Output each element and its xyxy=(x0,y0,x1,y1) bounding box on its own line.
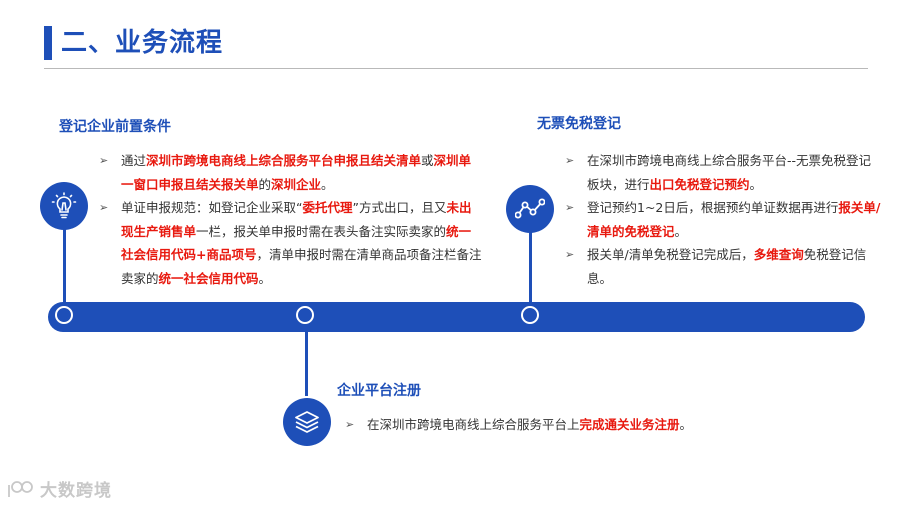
page-title: 二、业务流程 xyxy=(61,28,224,58)
bullet-text: 。 xyxy=(679,417,693,432)
line-chart-icon xyxy=(506,185,554,233)
highlight-text: 委托代理 xyxy=(302,200,353,215)
platform-bullet-list: ➢ 在深圳市跨境电商线上综合服务平台上完成通关业务注册。 xyxy=(343,413,793,437)
arrow-bullet-icon: ➢ xyxy=(345,418,355,431)
bullet-text: 登记预约1~2日后，根据预约单证数据再进行 xyxy=(587,200,839,215)
list-item: ➢ 在深圳市跨境电商线上综合服务平台--无票免税登记板块，进行出口免税登记预约。 xyxy=(563,149,883,196)
list-item: ➢ 登记预约1~2日后，根据预约单证数据再进行报关单/清单的免税登记。 xyxy=(563,196,883,243)
bullet-text: 单证申报规范：如登记企业采取“ xyxy=(121,200,303,215)
section-heading-prereq: 登记企业前置条件 xyxy=(59,119,171,135)
timeline-node-3 xyxy=(521,306,539,324)
bullet-text: 一栏，报关单申报时需在表头备注实际卖家的 xyxy=(196,223,447,239)
bullet-text: 或 xyxy=(421,153,434,168)
bullet-text: 在深圳市跨境电商线上综合服务平台上 xyxy=(367,417,580,432)
bullet-text: 的 xyxy=(258,176,272,192)
highlight-text: 深圳市跨境电商线上综合服务平台申报且结关清单 xyxy=(146,153,422,168)
process-timeline xyxy=(48,302,865,332)
bullet-text: 。 xyxy=(674,223,688,239)
register-bullet-list: ➢ 在深圳市跨境电商线上综合服务平台--无票免税登记板块，进行出口免税登记预约。… xyxy=(563,149,883,290)
arrow-bullet-icon: ➢ xyxy=(565,201,575,214)
highlight-text: 深圳单一窗口申报且结关报关单 xyxy=(121,153,472,192)
highlight-text: 多维查询 xyxy=(753,247,804,262)
bullet-text: ”方式出口，且又 xyxy=(352,200,447,215)
highlight-text: 未出现生产销售单 xyxy=(121,200,472,239)
highlight-text: 完成通关业务注册 xyxy=(579,417,680,432)
watermark-mark-icon xyxy=(8,480,33,497)
arrow-bullet-icon: ➢ xyxy=(99,154,109,167)
title-accent-bar xyxy=(44,26,52,60)
connector-line-prereq xyxy=(63,222,66,306)
arrow-bullet-icon: ➢ xyxy=(99,201,109,214)
arrow-bullet-icon: ➢ xyxy=(565,248,575,261)
timeline-node-1 xyxy=(55,306,73,324)
bullet-text: 。 xyxy=(258,270,272,286)
watermark-text: 大数跨境 xyxy=(40,481,112,501)
bullet-text: ，清单申报时需在清单商品项备注栏备注卖家的 xyxy=(121,247,482,286)
timeline-node-2 xyxy=(296,306,314,324)
list-item: ➢ 单证申报规范：如登记企业采取“委托代理”方式出口，且又未出现生产销售单一栏，… xyxy=(97,196,482,290)
highlight-text: 深圳企业 xyxy=(271,176,322,192)
list-item: ➢ 在深圳市跨境电商线上综合服务平台上完成通关业务注册。 xyxy=(343,413,793,437)
bullet-text: 。 xyxy=(749,176,763,192)
bullet-text: 。 xyxy=(321,176,334,192)
section-heading-platform: 企业平台注册 xyxy=(337,383,421,399)
list-item: ➢ 通过深圳市跨境电商线上综合服务平台申报且结关清单或深圳单一窗口申报且结关报关… xyxy=(97,149,482,196)
highlight-text: 统一社会信用代码 xyxy=(158,270,259,286)
title-divider xyxy=(44,68,868,69)
watermark-logo: 大数跨境 xyxy=(6,476,112,501)
section-heading-register: 无票免税登记 xyxy=(537,116,621,132)
prereq-bullet-list: ➢ 通过深圳市跨境电商线上综合服务平台申报且结关清单或深圳单一窗口申报且结关报关… xyxy=(97,149,482,290)
highlight-text: 报关单/清单的免税登记 xyxy=(587,200,881,239)
list-item: ➢ 报关单/清单免税登记完成后，多维查询免税登记信息。 xyxy=(563,243,883,290)
highlight-text: 出口免税登记预约 xyxy=(649,176,750,192)
bullet-text: 通过 xyxy=(121,153,147,168)
arrow-bullet-icon: ➢ xyxy=(565,154,575,167)
connector-line-register xyxy=(529,228,532,306)
lightbulb-icon xyxy=(40,182,88,230)
bullet-text: 报关单/清单免税登记完成后， xyxy=(587,247,754,262)
connector-line-platform xyxy=(305,328,308,396)
highlight-text: 统一社会信用代码+商品项号 xyxy=(121,223,472,263)
layers-icon xyxy=(283,398,331,446)
bullet-text: 免税登记信息。 xyxy=(587,247,867,286)
bullet-text: 在深圳市跨境电商线上综合服务平台--无票免税登记板块，进行 xyxy=(587,153,872,192)
